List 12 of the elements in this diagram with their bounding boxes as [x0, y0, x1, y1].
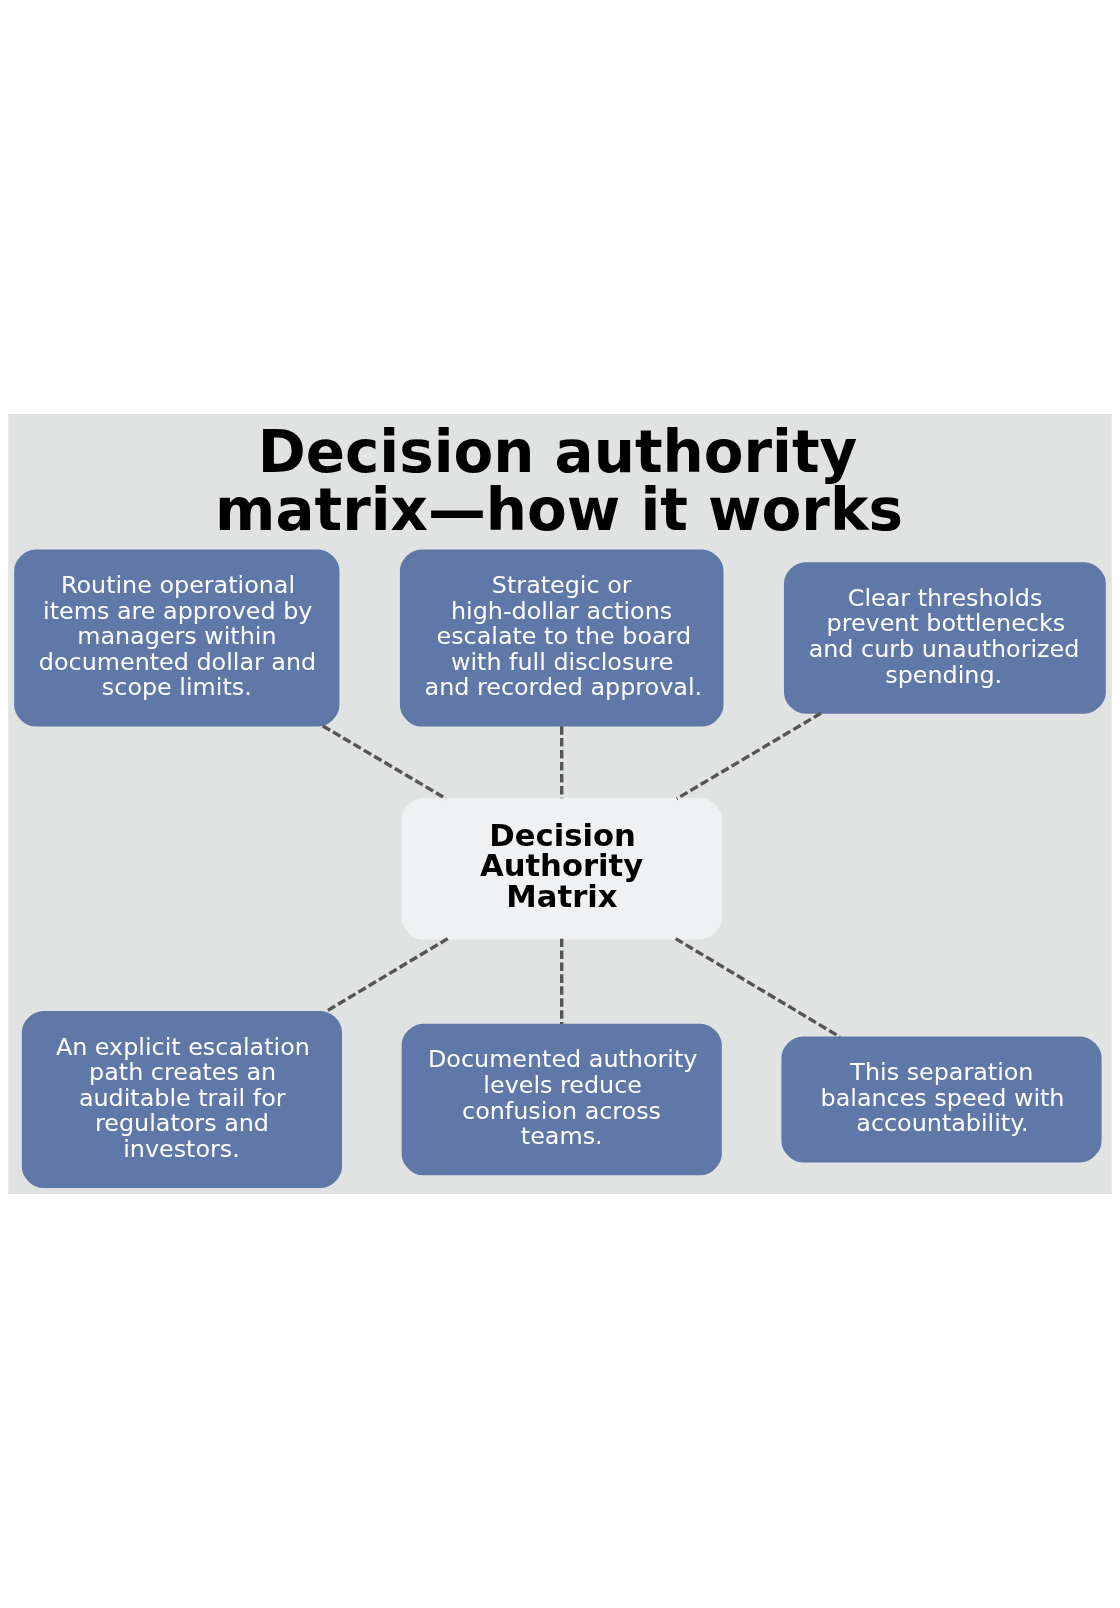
connector [675, 711, 822, 801]
connector [325, 937, 449, 1013]
node-box: This separation balances speed with accountability. [781, 1036, 1102, 1163]
diagram-title: Decision authority matrix—how it works [215, 418, 903, 545]
node-box: Routine operational items are approved by managers within documented dollar and scope limits. [14, 549, 340, 727]
node-box: Documented authority levels reduce confusion across teams. [401, 1023, 722, 1176]
node-box: Strategic or high-dollar actions escalate to the board with full disclosure and recorded approval. [399, 549, 724, 727]
node-box: Clear thresholds prevent bottlenecks and curb unauthorized spending. [783, 562, 1106, 714]
node-box: Decision Authority Matrix [401, 798, 722, 940]
connector [674, 937, 841, 1039]
connector [560, 938, 564, 1025]
node-box: An explicit escalation path creates an auditable trail for regulators and investors. [21, 1010, 342, 1189]
